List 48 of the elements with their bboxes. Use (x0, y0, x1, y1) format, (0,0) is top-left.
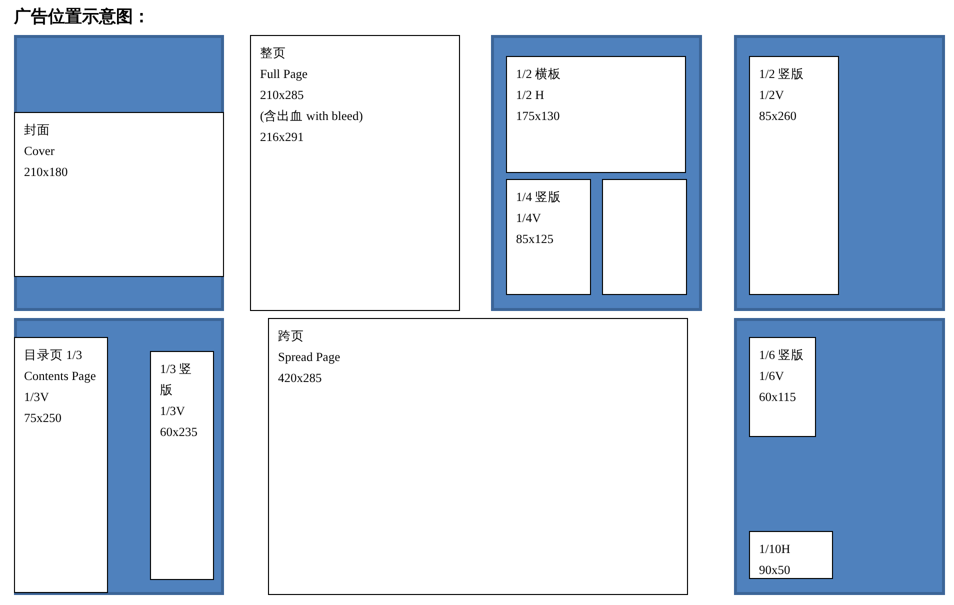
page-panel (734, 318, 945, 595)
page-panel (14, 318, 224, 595)
ad-detail: 210x285 (260, 87, 305, 104)
ad-detail: 1/2V (759, 87, 785, 104)
ad-title: 1/6 竖版 (759, 347, 806, 364)
ad-detail: 175x130 (516, 108, 561, 125)
page-box (268, 318, 688, 595)
ad-detail: 1/2 H (516, 87, 546, 104)
ad-box (506, 179, 591, 295)
ad-detail: 1/4V (516, 210, 542, 227)
ad-detail: Full Page (260, 66, 309, 83)
ad-box (749, 337, 816, 437)
ad-box (749, 531, 833, 579)
ad-detail: 75x250 (24, 410, 62, 427)
page-panel (14, 35, 224, 311)
ad-detail: Spread Page (278, 349, 342, 366)
page-panel (491, 35, 702, 311)
ad-box (602, 179, 687, 295)
page-panel (734, 35, 945, 311)
ad-title: 1/2 竖版 (759, 66, 806, 83)
ad-detail: Contents Page 1/3V (24, 368, 97, 406)
ad-title: 1/3 竖版 (160, 361, 194, 399)
ad-box (506, 56, 686, 173)
ad-title: 目录页 1/3 (24, 347, 84, 364)
ad-detail: 60x235 (160, 424, 198, 441)
ad-detail: 90x50 (759, 562, 792, 579)
page-box (250, 35, 460, 311)
ad-title: 1/2 横板 (516, 66, 562, 83)
ad-box (749, 56, 839, 295)
ad-detail: 420x285 (278, 370, 323, 387)
ad-detail: Cover (24, 143, 56, 160)
ad-detail: 210x180 (24, 164, 69, 181)
ad-detail: 60x115 (759, 389, 798, 406)
ad-title: 整页 (260, 45, 287, 62)
ad-detail: 216x291 (260, 129, 305, 146)
ad-box (150, 351, 214, 580)
title: 广告位置示意图： (14, 6, 150, 28)
ad-title: 1/10H (759, 541, 792, 558)
ad-title: 1/4 竖版 (516, 189, 562, 206)
ad-title: 封面 (24, 122, 51, 139)
ad-title: 跨页 (278, 328, 305, 345)
ad-detail: 1/6V (759, 368, 785, 385)
ad-detail: 85x260 (759, 108, 798, 125)
ad-detail: (含出血 with bleed) (260, 108, 364, 125)
ad-box (14, 337, 108, 593)
ad-detail: 85x125 (516, 231, 554, 248)
ad-detail: 1/3V (160, 403, 186, 420)
ad-box (14, 112, 224, 277)
